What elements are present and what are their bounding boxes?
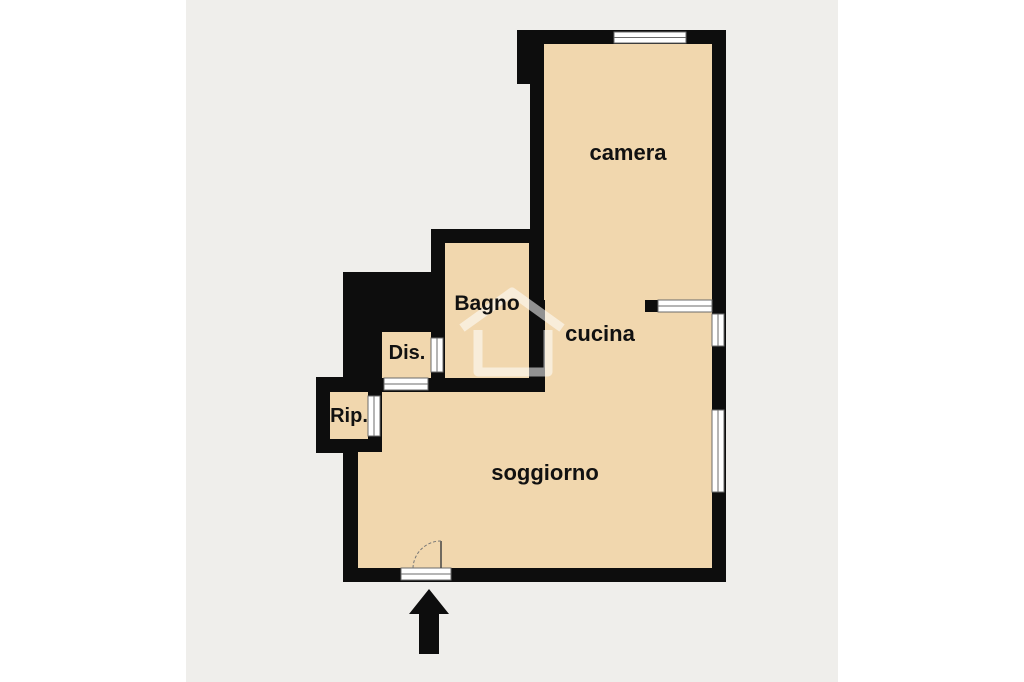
openings (367, 31, 725, 581)
door-swing-icon (412, 540, 442, 569)
label-cucina: cucina (565, 321, 635, 346)
floor-rip (330, 392, 368, 439)
floor-dis (382, 332, 431, 378)
label-bagno: Bagno (454, 292, 519, 315)
label-camera: camera (589, 140, 667, 165)
floors (330, 44, 712, 568)
arrow-up-icon (409, 589, 449, 654)
label-rip: Rip. (330, 405, 368, 427)
room-labels: camera Bagno cucina Dis. Rip. soggiorno (330, 140, 667, 485)
label-dis: Dis. (389, 342, 426, 364)
label-soggiorno: soggiorno (491, 460, 599, 485)
wall-camera-notch (517, 30, 547, 84)
floor-camera (544, 44, 712, 300)
floor-soggiorno-cucina (358, 288, 712, 568)
house-watermark-icon (459, 287, 565, 377)
